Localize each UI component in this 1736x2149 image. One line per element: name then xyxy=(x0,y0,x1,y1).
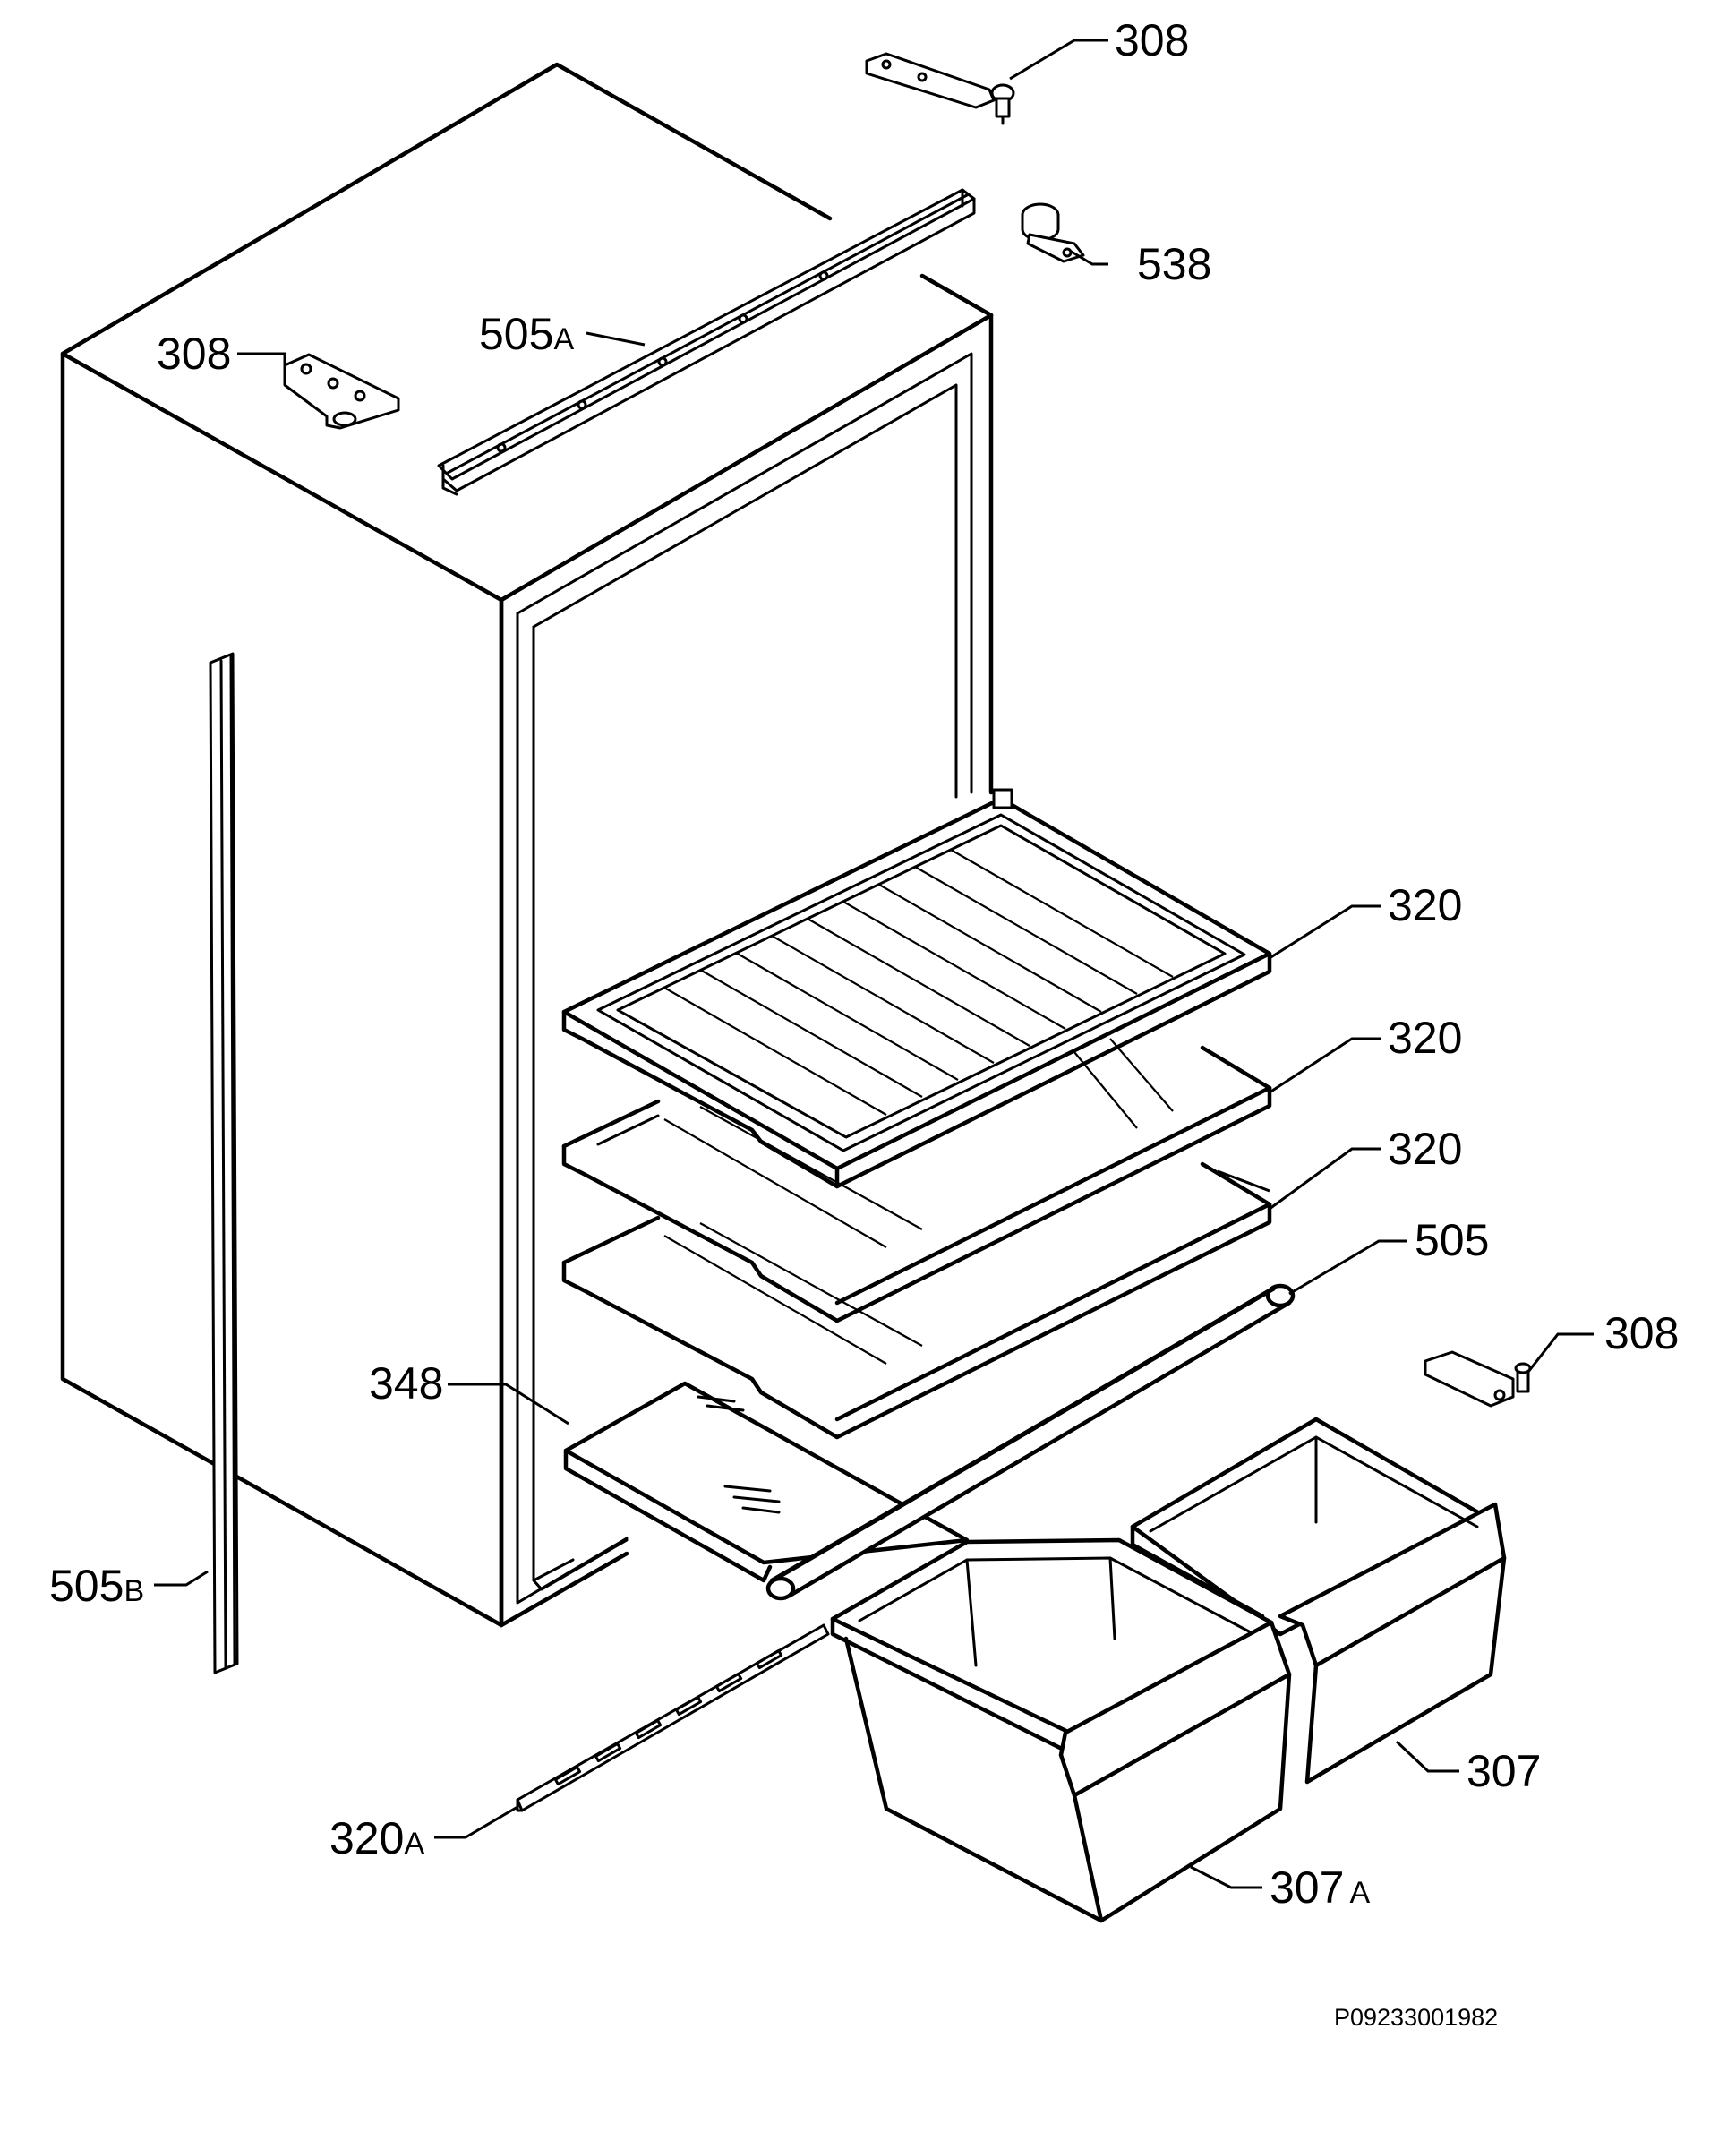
shelf-320-bottom xyxy=(561,1161,1272,1440)
label-538: 538 xyxy=(1137,239,1211,289)
label-320-shelf-3: 320 xyxy=(1388,1124,1462,1174)
cabinet-left-face xyxy=(60,351,504,1628)
glass-plate-348 xyxy=(563,1381,970,1583)
cabinet-liner-curve xyxy=(532,1538,629,1591)
label-505b: 505B xyxy=(49,1561,144,1611)
label-308-top-left: 308 xyxy=(157,329,231,379)
label-308-bottom-right: 308 xyxy=(1604,1308,1679,1358)
leader-lines xyxy=(154,39,1594,1889)
drawer-307a xyxy=(830,1537,1292,1923)
cabinet-liner xyxy=(532,383,958,799)
cabinet-front-frame xyxy=(499,597,629,1628)
shelf-320-middle xyxy=(561,1038,1272,1323)
cabinet-top-face-rear xyxy=(919,273,994,318)
document-id: P09233001982 xyxy=(1334,2004,1498,2031)
cabinet-body xyxy=(60,62,994,1628)
hinge-plate-top-left xyxy=(283,353,400,430)
label-307: 307 xyxy=(1467,1746,1541,1796)
hinge-top-right xyxy=(865,52,1015,125)
shelf-320-top xyxy=(561,788,1272,1189)
cabinet-top-face xyxy=(60,62,833,356)
label-348: 348 xyxy=(369,1358,443,1408)
cabinet-top-front-edge xyxy=(499,313,994,603)
shelf-rail-320a xyxy=(516,1623,830,1812)
label-505a: 505A xyxy=(479,309,574,359)
hinge-bottom-right xyxy=(1424,1350,1532,1408)
label-320-shelf-1: 320 xyxy=(1388,880,1462,930)
label-320a: 320A xyxy=(329,1813,424,1863)
door-seal-505 xyxy=(765,1283,1296,1601)
top-rail-505a xyxy=(437,188,976,496)
label-505-seal: 505 xyxy=(1415,1215,1489,1265)
label-320-shelf-2: 320 xyxy=(1388,1013,1462,1063)
side-trim-strip-505b xyxy=(209,652,239,1674)
callout-labels: 308 538 308 505A 320 320 320 505 308 348… xyxy=(49,15,1679,1913)
label-308-top-right: 308 xyxy=(1115,15,1189,65)
cabinet-inner-frame xyxy=(516,352,973,794)
cabinet-liner-left xyxy=(532,625,575,1582)
hinge-pin-538 xyxy=(1021,202,1085,263)
drawer-307 xyxy=(1130,1417,1507,1785)
